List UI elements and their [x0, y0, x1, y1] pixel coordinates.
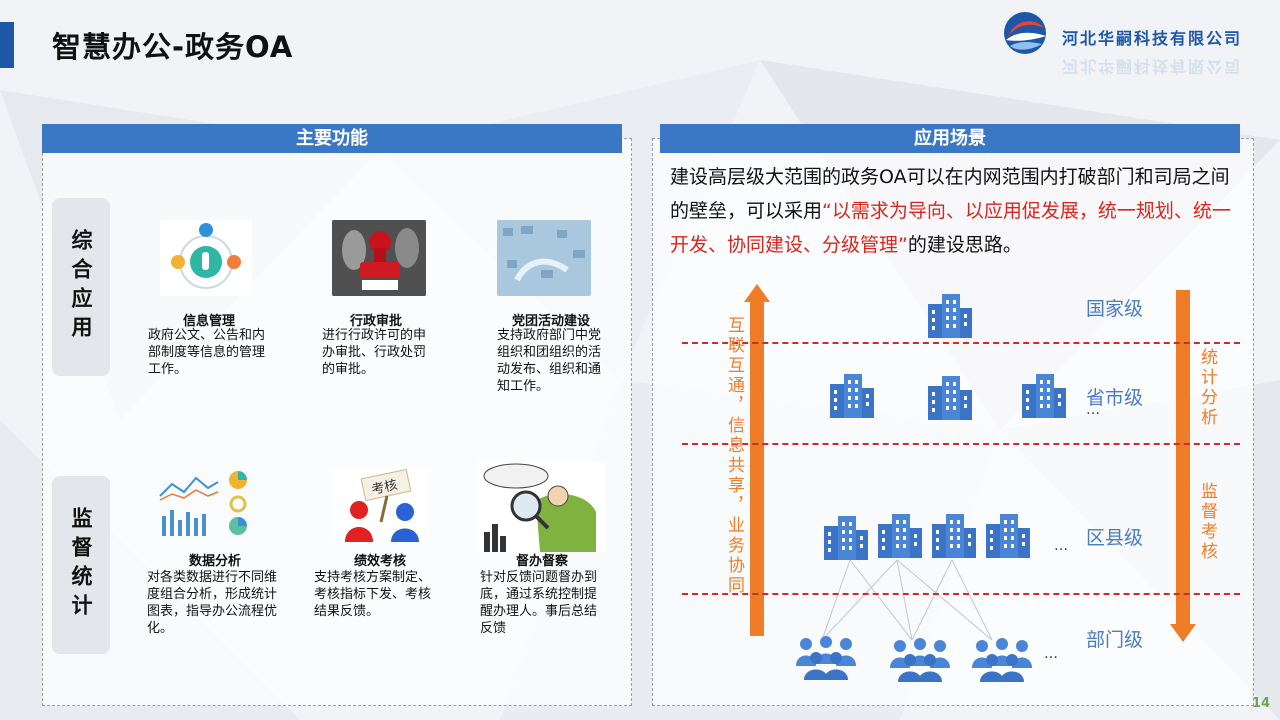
department-people-icon — [796, 636, 856, 680]
province-building-icon — [928, 376, 972, 420]
approval-stamp-icon — [332, 220, 426, 296]
level-county: 区县级 — [1086, 527, 1144, 549]
item-name-admin-approval: 行政审批 — [349, 314, 402, 329]
item-desc-info-management: 政府公文、公告和内部制度等信息的管理工作。 — [148, 328, 266, 377]
group-label-comprehensive: 综合应用 — [52, 198, 110, 376]
magnifier-inspector-icon — [476, 462, 606, 552]
item-desc-supervision: 针对反馈问题督办到底，通过系统控制提醒办理人。事后总结反馈 — [480, 570, 598, 636]
county-building-icon — [932, 514, 976, 558]
up-arrow-icon — [744, 284, 770, 302]
national-building-icon — [928, 294, 972, 338]
page-number: 14 — [1252, 696, 1271, 711]
dashboard-chart-icon — [156, 466, 254, 542]
thumb-supervision — [476, 462, 606, 552]
company-logo-icon — [1004, 12, 1046, 54]
ellipsis-department: … — [1044, 646, 1058, 662]
supervise-assess-label: 监督考核 — [1197, 482, 1217, 562]
main-functions-header: 主要功能 — [42, 124, 622, 153]
group-label-supervision: 监督统计 — [52, 476, 110, 654]
item-name-performance: 绩效考核 — [353, 554, 406, 569]
county-building-icon — [986, 514, 1030, 558]
divider-line-2 — [682, 443, 1240, 445]
stat-analysis-label: 统计分析 — [1197, 348, 1217, 428]
company-name-reflection: 河北华嗣科技有限公司 — [1062, 57, 1243, 76]
thumb-party-activities — [497, 220, 591, 296]
thumb-admin-approval — [332, 220, 426, 296]
province-building-icon — [830, 374, 874, 418]
level-province: 省市级 — [1086, 387, 1144, 409]
item-name-data-analysis: 数据分析 — [188, 554, 241, 569]
scenario-text-a: 建设高层级大范围的政务OA可以在内网范围内打破部门和司局之间的壁垒，可以采用 — [670, 166, 1230, 222]
interconnect-label: 互联互通，信息共享，业务协同 — [724, 316, 744, 596]
title-accent-bar — [0, 22, 14, 68]
hands-network-icon — [497, 220, 591, 296]
thumb-data-analysis — [156, 466, 254, 542]
divider-line-1 — [682, 342, 1240, 344]
ellipsis-county: … — [1054, 538, 1068, 554]
item-desc-party-activities: 支持政府部门中党组织和团组织的活动发布、组织和通知工作。 — [497, 328, 602, 394]
page-title: 智慧办公-政务OA — [52, 30, 294, 64]
thumb-info-management — [160, 220, 252, 296]
county-building-icon — [878, 514, 922, 558]
thumb-performance: 考核 — [333, 466, 427, 542]
ellipsis-province: … — [1086, 402, 1100, 418]
item-desc-performance: 支持考核方案制定、考核指标下发、考核结果反馈。 — [314, 570, 432, 619]
county-building-icon — [824, 516, 868, 560]
scenario-text-b: 的建设思路。 — [907, 234, 1022, 256]
item-desc-data-analysis: 对各类数据进行不同维度组合分析，形成统计图表，指导办公流程优化。 — [147, 570, 278, 636]
touch-app-icon — [171, 223, 241, 289]
item-desc-admin-approval: 进行行政许可的申办审批、行政处罚的审批。 — [322, 328, 427, 377]
scenario-description: 建设高层级大范围的政务OA可以在内网范围内打破部门和司局之间的壁垒，可以采用“以… — [670, 160, 1244, 262]
level-national: 国家级 — [1086, 298, 1144, 320]
scenario-text-highlight: “以需求为导向、以应用促发展，统一规划、统一开发、协同建设、分级管理” — [670, 200, 1231, 256]
item-name-info-management: 信息管理 — [182, 314, 235, 329]
assessment-sign-icon: 考核 — [333, 466, 427, 542]
level-department: 部门级 — [1086, 629, 1144, 651]
province-building-icon — [1022, 374, 1066, 418]
scenarios-header: 应用场景 — [660, 124, 1240, 153]
company-name: 河北华嗣科技有限公司 — [1062, 29, 1243, 48]
level-diagram — [744, 284, 1196, 682]
department-people-icon — [890, 638, 950, 682]
down-arrow-icon — [1170, 624, 1196, 642]
item-name-party-activities: 党团活动建设 — [511, 314, 590, 329]
item-name-supervision: 督办督察 — [515, 554, 568, 569]
divider-line-3 — [682, 593, 1240, 595]
svg-text:考核: 考核 — [370, 478, 399, 498]
department-people-icon — [972, 638, 1032, 682]
